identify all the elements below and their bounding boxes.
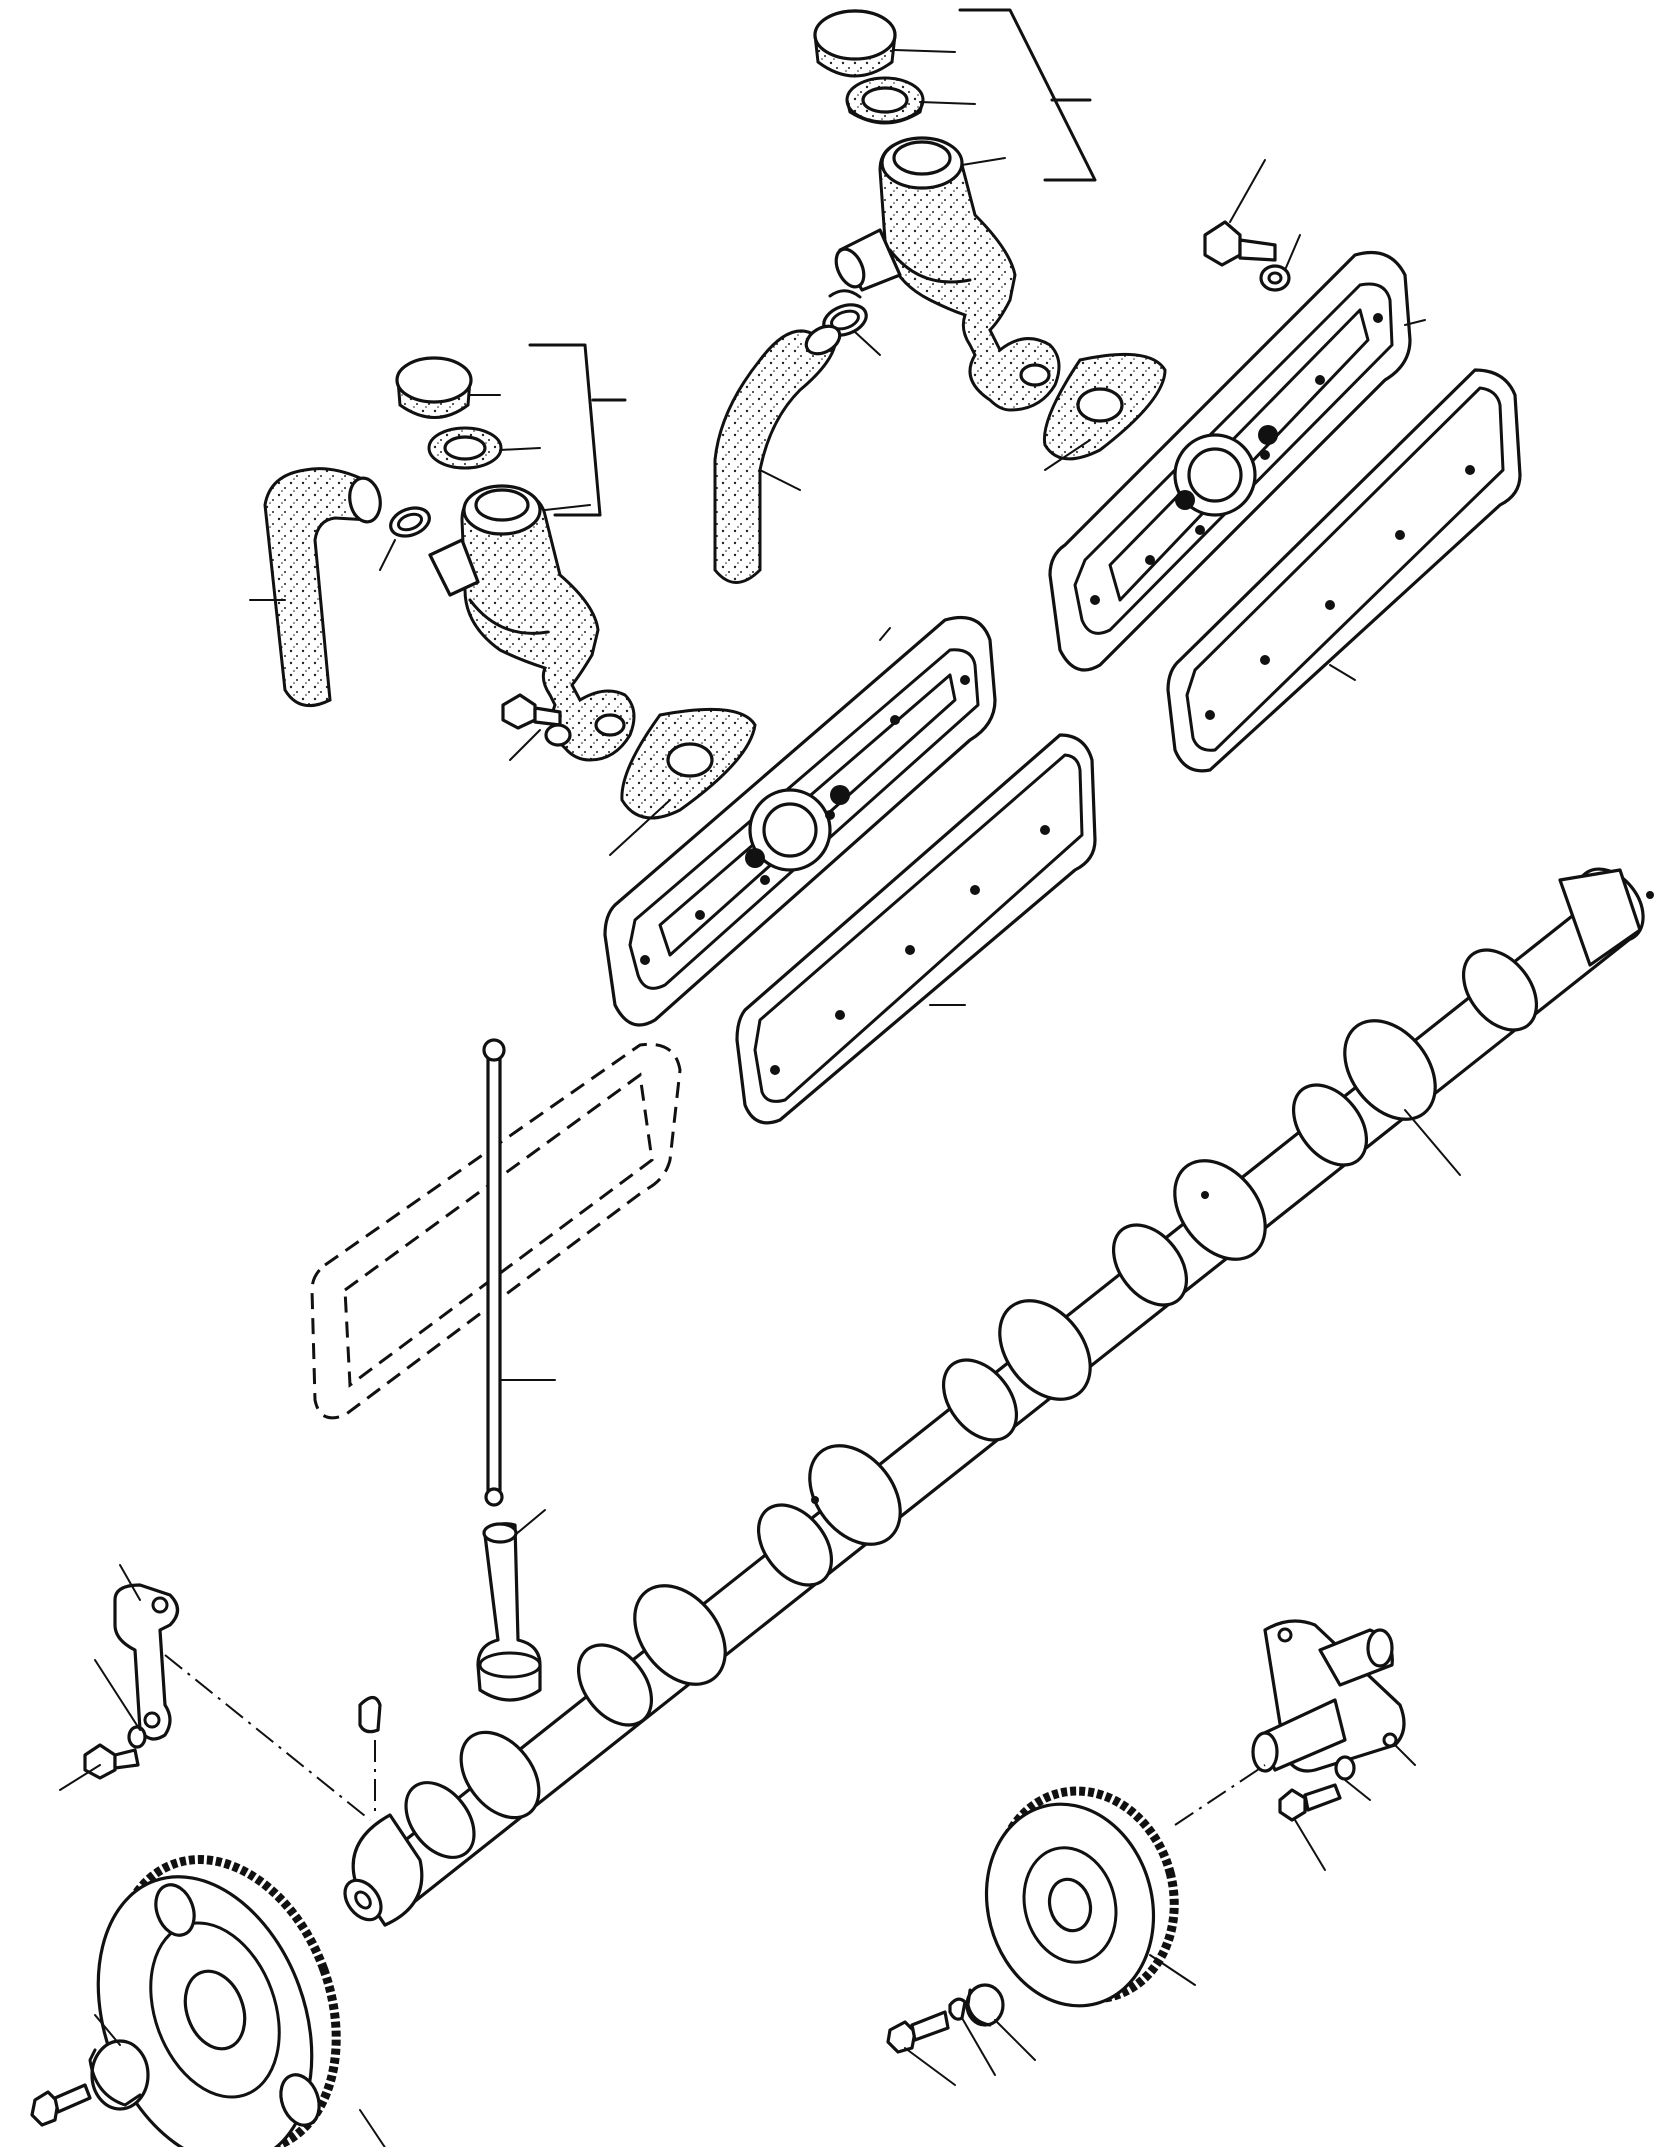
breather-assembly-rear [813,8,1167,461]
leader-lines [94,49,1461,2147]
breather-body-rear [834,136,1061,412]
breather-cap-rear [813,9,897,78]
breather-assembly-front [395,343,757,820]
tappet-cover-rear [1048,250,1412,672]
breather-hose-front [263,467,382,708]
bolt-rear-cover [1203,220,1277,267]
idler-shaft-assembly-line [1174,1764,1266,1826]
thrust-plate-assembly-line [164,1654,371,1821]
tappet-cover-front [603,615,997,1027]
hose-clamp-front [389,506,431,538]
thrust-plate-washer [127,1725,147,1749]
idler-shaft-bolt [1278,1783,1342,1822]
washer-rear-cover [1259,264,1291,292]
breather-body-front [428,484,636,762]
idler-gear-bolt [886,2010,950,2054]
thrust-plate-bolt [83,1743,140,1780]
bolt-leader [59,1764,101,1791]
gear-retainer-plate [88,2039,150,2111]
washer-front-cover [544,723,572,747]
breather-gasket-rear [1042,352,1167,461]
idler-washer [948,1997,967,2021]
idler-thrust-washer [965,1983,1005,2027]
breather-hose-rear [713,324,842,584]
breather-element-front [427,426,503,470]
cover-gasket-rear [1166,368,1522,773]
phantom-cover-outline [310,1042,682,1420]
idler-shaft [1251,1619,1406,1773]
valve-tappet [476,1522,542,1702]
breather-gasket-front [620,707,757,820]
woodruff-key [358,1695,382,1734]
push-rod [482,1038,506,1507]
camshaft [343,867,1654,1927]
gear-bolt [30,2083,92,2127]
thrust-plate [113,1583,180,1741]
camshaft-gear [96,1855,341,2147]
breather-element-rear [845,76,925,125]
idler-gear [984,1786,1179,2008]
cover-gasket-front [735,733,1097,1125]
breather-cap-front [395,356,473,419]
idler-shaft-washer [1334,1755,1356,1781]
